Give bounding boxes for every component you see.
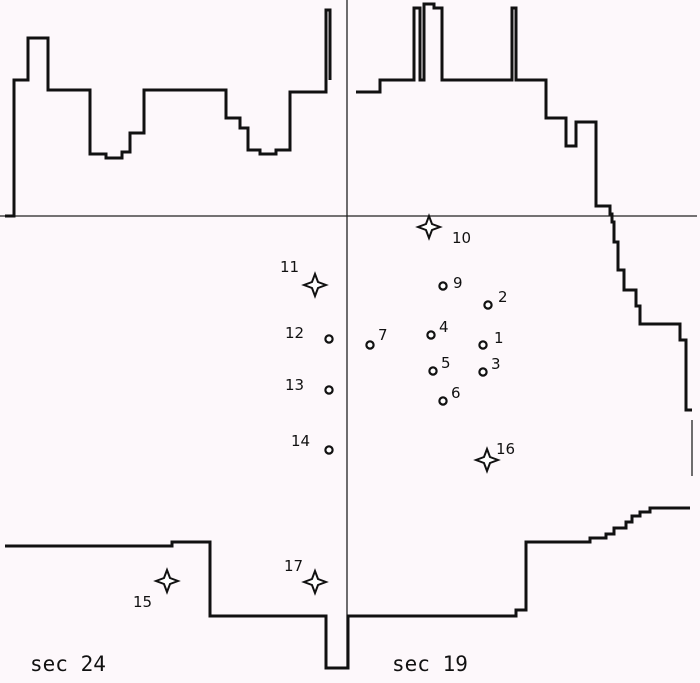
map-point-7: 7 [365,326,388,350]
star-marker [301,568,329,596]
map-point-13: 13 [285,376,334,395]
lower-boundary-outline-left [5,540,352,670]
map-point-15: 15 [133,567,181,611]
point-label: 7 [378,326,388,344]
map-point-10: 10 [415,213,471,247]
dot-marker [478,367,488,377]
map-point-11: 11 [280,258,329,299]
map-point-17: 17 [284,557,329,596]
map-point-2: 2 [483,288,508,310]
dot-marker [365,340,375,350]
map-point-6: 6 [438,384,461,406]
map-point-16: 16 [473,440,515,474]
point-label: 10 [452,229,471,247]
dot-marker [426,330,436,340]
section-label-left: sec 24 [30,652,106,676]
dot-marker [438,396,448,406]
point-label: 11 [280,258,299,276]
point-label: 17 [284,557,303,575]
point-label: 13 [285,376,304,394]
point-label: 6 [451,384,461,402]
dot-marker [438,281,448,291]
dot-marker [324,385,334,395]
point-label: 16 [496,440,515,458]
point-label: 9 [453,274,463,292]
map-point-5: 5 [428,354,451,376]
point-label: 5 [441,354,451,372]
map-point-14: 14 [291,432,334,455]
section-label-right: sec 19 [392,652,468,676]
upper-boundary-outline [5,8,332,218]
point-label: 12 [285,324,304,342]
star-marker [301,271,329,299]
point-label: 14 [291,432,310,450]
dot-marker [324,334,334,344]
star-marker [473,446,501,474]
map-point-1: 1 [478,329,504,350]
lower-boundary-outline-right [352,506,690,618]
map-point-9: 9 [438,274,463,292]
map-point-4: 4 [426,318,449,340]
dot-marker [483,300,493,310]
point-label: 1 [494,329,504,347]
upper-boundary-outline-right [356,2,692,412]
point-label: 4 [439,318,449,336]
dot-marker [428,366,438,376]
map-point-12: 12 [285,324,334,344]
star-marker [415,213,443,241]
point-label: 3 [491,355,501,373]
map-point-3: 3 [478,355,501,377]
star-marker [153,567,181,595]
point-label: 15 [133,593,152,611]
dot-marker [478,340,488,350]
dot-marker [324,445,334,455]
point-label: 2 [498,288,508,306]
